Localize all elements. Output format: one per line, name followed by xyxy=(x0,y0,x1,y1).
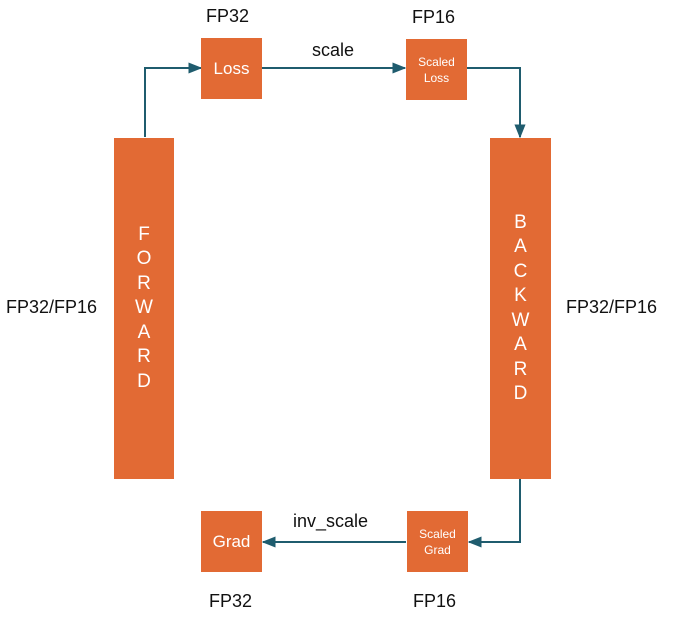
backward-precision-caption: FP32/FP16 xyxy=(566,297,658,317)
grad-box: Grad xyxy=(201,511,262,572)
forward-box: FORWARD xyxy=(114,138,174,479)
grad-precision-caption: FP32 xyxy=(209,591,253,611)
scaled-grad-label: Scaled Grad xyxy=(419,526,456,557)
forward-to-loss-arrow xyxy=(144,62,203,137)
scaled-loss-to-backward-arrow xyxy=(467,67,526,139)
backward-to-scaled-grad-arrow xyxy=(467,479,521,548)
scaled-grad-box: Scaled Grad xyxy=(407,511,468,572)
loss-box: Loss xyxy=(201,38,262,99)
forward-label: FORWARD xyxy=(135,223,153,392)
backward-box: BACKWARD xyxy=(490,138,551,479)
backward-label: BACKWARD xyxy=(511,211,530,405)
forward-precision-caption: FP32/FP16 xyxy=(6,297,98,317)
scale-op-caption: scale xyxy=(312,40,355,60)
scaled-loss-label: Scaled Loss xyxy=(418,54,455,85)
inv-scale-op-caption: inv_scale xyxy=(293,511,369,531)
scaled-loss-box: Scaled Loss xyxy=(406,39,467,100)
loss-label: Loss xyxy=(213,58,250,78)
scaled-loss-precision-caption: FP16 xyxy=(412,7,456,27)
grad-label: Grad xyxy=(212,531,251,551)
loss-precision-caption: FP32 xyxy=(206,6,250,26)
scaled-grad-precision-caption: FP16 xyxy=(413,591,457,611)
